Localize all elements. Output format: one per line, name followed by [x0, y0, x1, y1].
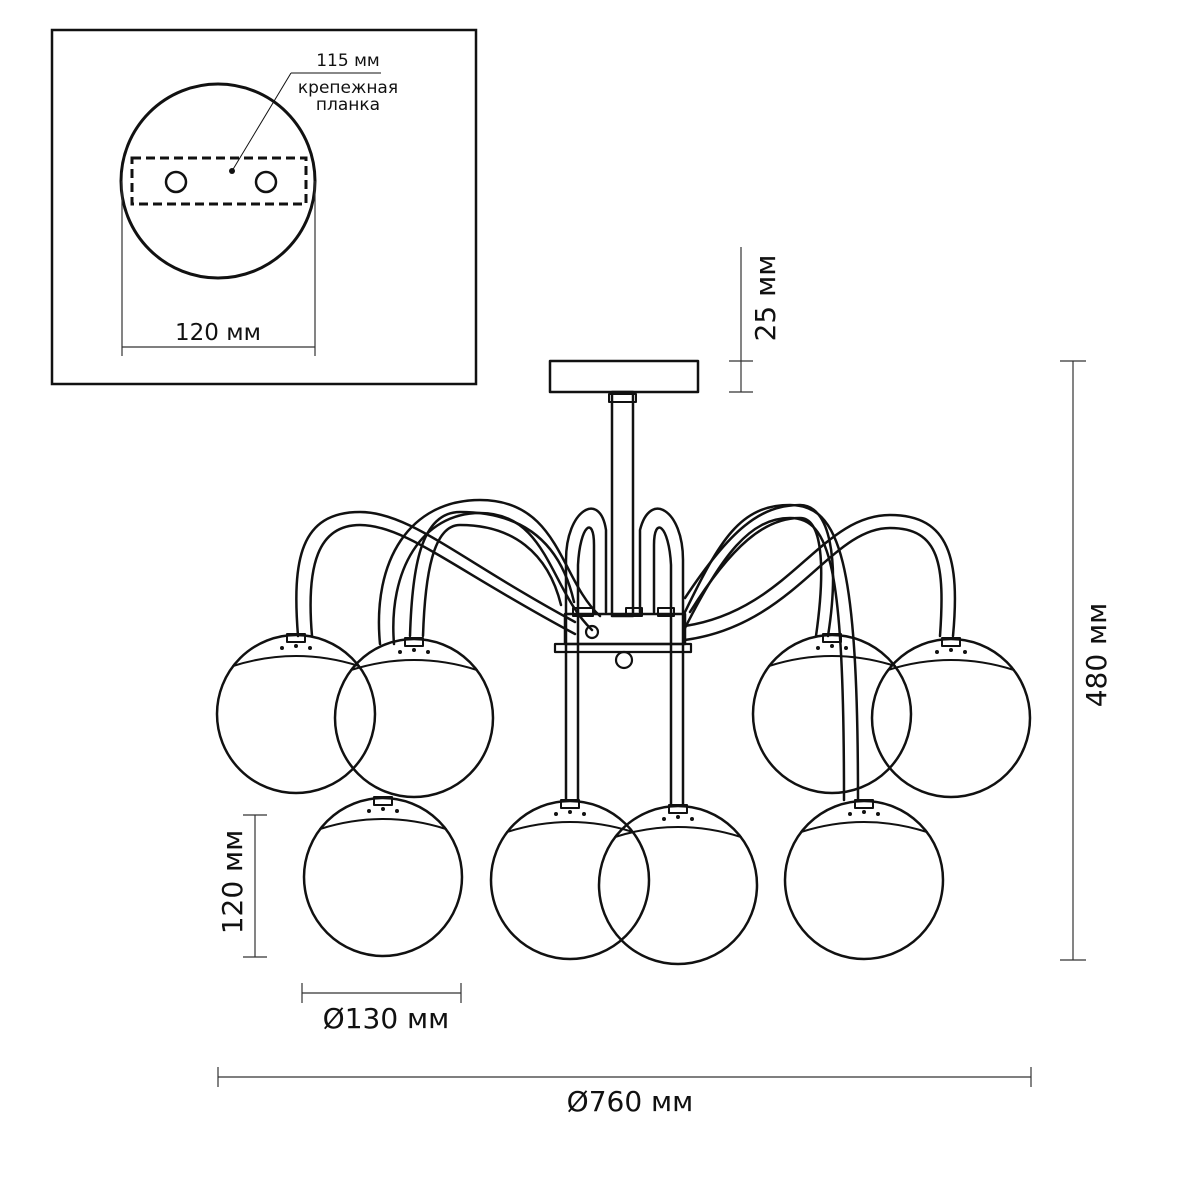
canopy-base-circle: [119, 82, 317, 280]
mounting-hole-right: [254, 170, 278, 194]
lamp-arms: [295, 498, 957, 808]
canopy-height-label: 25 мм: [749, 255, 782, 342]
shade-diameter-label: Ø130 мм: [323, 1002, 450, 1035]
central-hub: [553, 607, 693, 670]
base-diameter-label: 120 мм: [175, 320, 261, 346]
arm-right-3-inner: [683, 516, 846, 802]
total-diameter-label: Ø760 мм: [567, 1085, 694, 1118]
stem-collar: [608, 393, 637, 403]
arm-outer-right: [683, 513, 957, 638]
arm-center-right-loop-inner: [652, 526, 673, 808]
inset-frame: [50, 28, 478, 386]
arm-left-3: [408, 510, 576, 638]
plate-name-line2: планка: [316, 95, 380, 115]
hub-finial: [614, 650, 634, 670]
globe-mid-right: [870, 637, 1032, 799]
mounting-plate-outline: [130, 156, 308, 206]
arm-right-2-inner: [688, 516, 823, 638]
globe-low-2: [489, 799, 651, 961]
hub-tab-left: [572, 607, 594, 617]
arm-left-2: [377, 498, 602, 646]
hub-tab-right: [657, 607, 675, 617]
canopy: [548, 359, 700, 394]
arm-left-3-inner: [421, 523, 563, 638]
plate-name-line1: крепежная: [298, 78, 398, 98]
mounting-detail-inset: 115 мм крепежная планка 120 мм: [50, 28, 478, 386]
arm-center-left-loop-inner: [576, 526, 596, 802]
globe-low-4: [783, 799, 945, 961]
stem: [610, 390, 635, 618]
arm-outer-left: [295, 510, 577, 638]
arm-outer-right-inner: [683, 526, 943, 642]
arm-right-2: [683, 503, 835, 638]
globe-back-right: [751, 633, 913, 795]
shade-height-label: 120 мм: [216, 830, 249, 935]
arm-center-right-loop: [638, 507, 685, 808]
globe-low-1: [302, 796, 464, 958]
hub-tab-mid: [625, 607, 643, 617]
globe-mid-left: [333, 637, 495, 799]
globe-shades: [215, 633, 1032, 966]
arm-center-left-loop: [564, 507, 608, 802]
plate-width-label: 115 мм: [316, 51, 380, 71]
canopy-and-stem: [548, 359, 700, 618]
leader-line: [231, 72, 292, 172]
total-height-label: 480 мм: [1080, 603, 1113, 708]
globe-back-left: [215, 633, 377, 795]
arm-outer-left-inner: [309, 523, 577, 638]
globe-low-3: [597, 804, 759, 966]
mounting-hole-left: [164, 170, 188, 194]
dimensions: 25 мм 480 мм 120 мм Ø130 мм Ø760 мм: [216, 247, 1113, 1118]
hub-joint-left: [584, 624, 600, 640]
